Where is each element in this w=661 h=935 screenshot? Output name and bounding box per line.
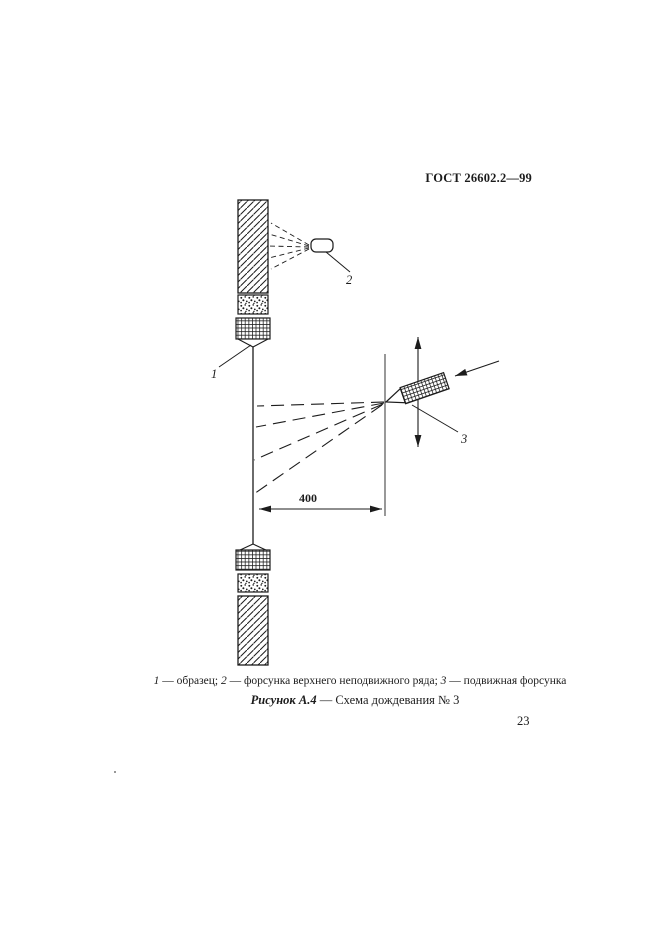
- legend-text-3: — подвижная форсунка: [446, 675, 567, 687]
- movable-nozzle-label: 3: [460, 432, 467, 446]
- specimen-label: 1: [211, 367, 217, 381]
- scan-speck: [114, 771, 116, 773]
- specimen-top-taper: [237, 338, 269, 348]
- specimen-bottom-knurl-band: [235, 549, 271, 571]
- dimension-400: 400: [259, 354, 386, 516]
- legend-num-3: 3: [440, 675, 447, 687]
- specimen-top-hatch: [237, 199, 269, 294]
- page-number: 23: [517, 714, 530, 728]
- movable-nozzle-barrel: [399, 371, 450, 405]
- movable-nozzle-spray: [250, 401, 385, 497]
- fixed-nozzle-leader-line: [325, 251, 351, 273]
- fixed-nozzle-body: [310, 238, 334, 253]
- figure-legend: 1 — образец; 2 — форсунка верхнего непод…: [90, 675, 630, 687]
- fixed-nozzle-spray: [267, 222, 310, 270]
- legend-num-2: 2: [220, 675, 227, 687]
- figure-caption-text: — Схема дождевания № 3: [316, 693, 460, 707]
- movable-nozzle-leader-line: [411, 404, 459, 433]
- legend-num-1: 1: [153, 675, 160, 687]
- specimen-top-section: [235, 199, 271, 348]
- figure-caption-number: Рисунок А.4: [250, 693, 317, 707]
- fixed-nozzle-assembly: 2: [267, 222, 352, 287]
- specimen-bottom-hatch: [237, 595, 269, 666]
- specimen-top-stipple-band: [237, 294, 269, 315]
- specimen-bottom-stipple-band: [237, 573, 269, 593]
- fixed-nozzle-label: 2: [346, 273, 352, 287]
- specimen-top-knurl-band: [235, 317, 271, 340]
- specimen-callout: 1: [211, 344, 252, 381]
- legend-text-1: — образец;: [159, 675, 221, 687]
- dimension-value: 400: [299, 491, 317, 505]
- document-header: ГОСТ 26602.2—99: [425, 171, 532, 185]
- figure-caption: Рисунок А.4 — Схема дождевания № 3: [90, 693, 620, 708]
- specimen-bottom-section: [235, 543, 271, 666]
- movable-nozzle-body: [384, 371, 450, 405]
- supply-arrow: [454, 360, 500, 377]
- specimen-leader-line: [218, 344, 252, 368]
- legend-text-2: — форсунка верхнего неподвижного ряда;: [226, 675, 441, 687]
- movable-nozzle-assembly: 3: [250, 337, 500, 497]
